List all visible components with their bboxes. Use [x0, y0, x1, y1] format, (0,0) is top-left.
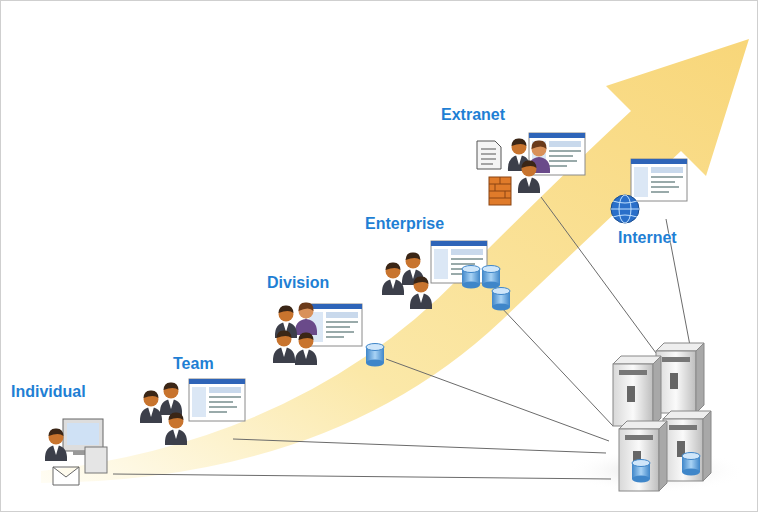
tier-label: Enterprise: [365, 215, 444, 233]
tier-label: Division: [267, 274, 329, 292]
tier-label: Internet: [618, 229, 677, 247]
tier-label: Individual: [11, 383, 86, 401]
tier-label: Extranet: [441, 106, 505, 124]
tier-label: Team: [173, 355, 214, 373]
